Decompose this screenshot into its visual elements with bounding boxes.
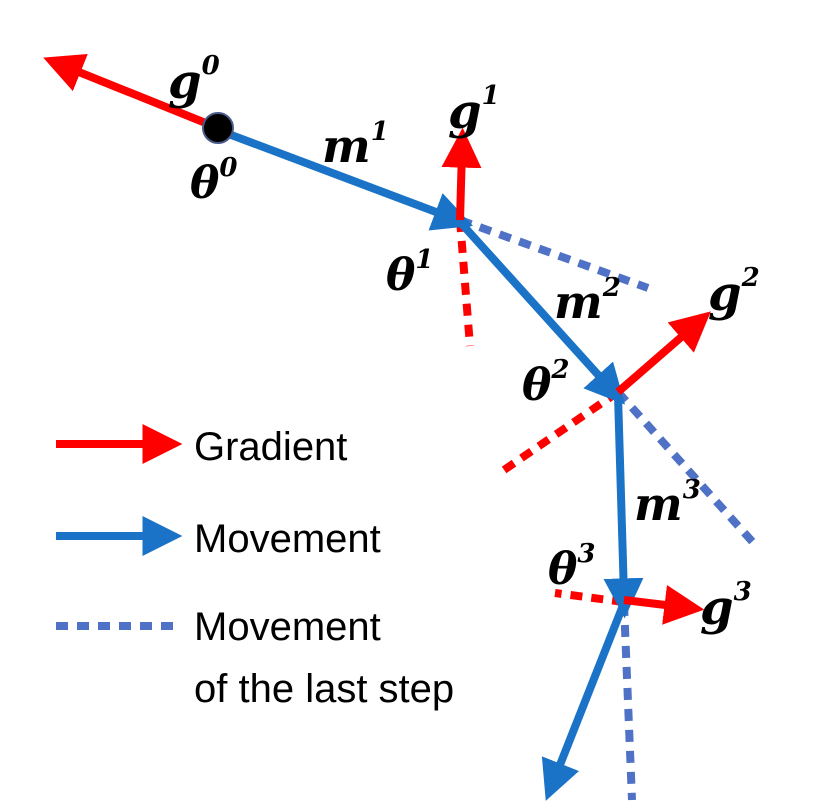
legend-movement-label: Movement	[194, 517, 381, 561]
gradient-arrow-g2	[615, 311, 711, 396]
neg-gradient-line-2	[501, 388, 621, 474]
label-theta0: θ0	[190, 153, 237, 209]
legend-last-step-label-line2: of the last step	[194, 667, 454, 711]
label-g3: g3	[700, 577, 752, 636]
gradient-arrow-g1	[441, 127, 482, 221]
legend-last-step-label-line1: Movement	[194, 605, 381, 649]
label-m3: m3	[634, 475, 701, 531]
last-step-line-3	[620, 603, 636, 801]
movement-arrow-m1	[216, 126, 473, 231]
movement-arrow-m2	[457, 219, 626, 405]
label-g2: g2	[708, 263, 760, 322]
label-m1: m1	[322, 117, 389, 173]
legend: Gradient Movement Movement of the last s…	[56, 424, 454, 711]
gradient-arrow-g3	[623, 585, 705, 625]
last-step-line-2	[615, 389, 761, 551]
label-g0: g0	[168, 51, 220, 110]
label-theta2: θ2	[522, 355, 569, 411]
label-theta1: θ1	[386, 245, 433, 301]
legend-gradient-label: Gradient	[194, 425, 347, 469]
label-g1: g1	[448, 81, 500, 140]
neg-gradient-line-1	[456, 219, 474, 347]
movement-arrow-m4	[541, 606, 626, 801]
movement-arrow-m3	[603, 394, 644, 619]
start-point-theta0	[202, 112, 234, 144]
label-theta3: θ3	[548, 539, 595, 595]
label-m2: m2	[554, 273, 621, 329]
gradient-arrow-g0	[43, 54, 220, 132]
